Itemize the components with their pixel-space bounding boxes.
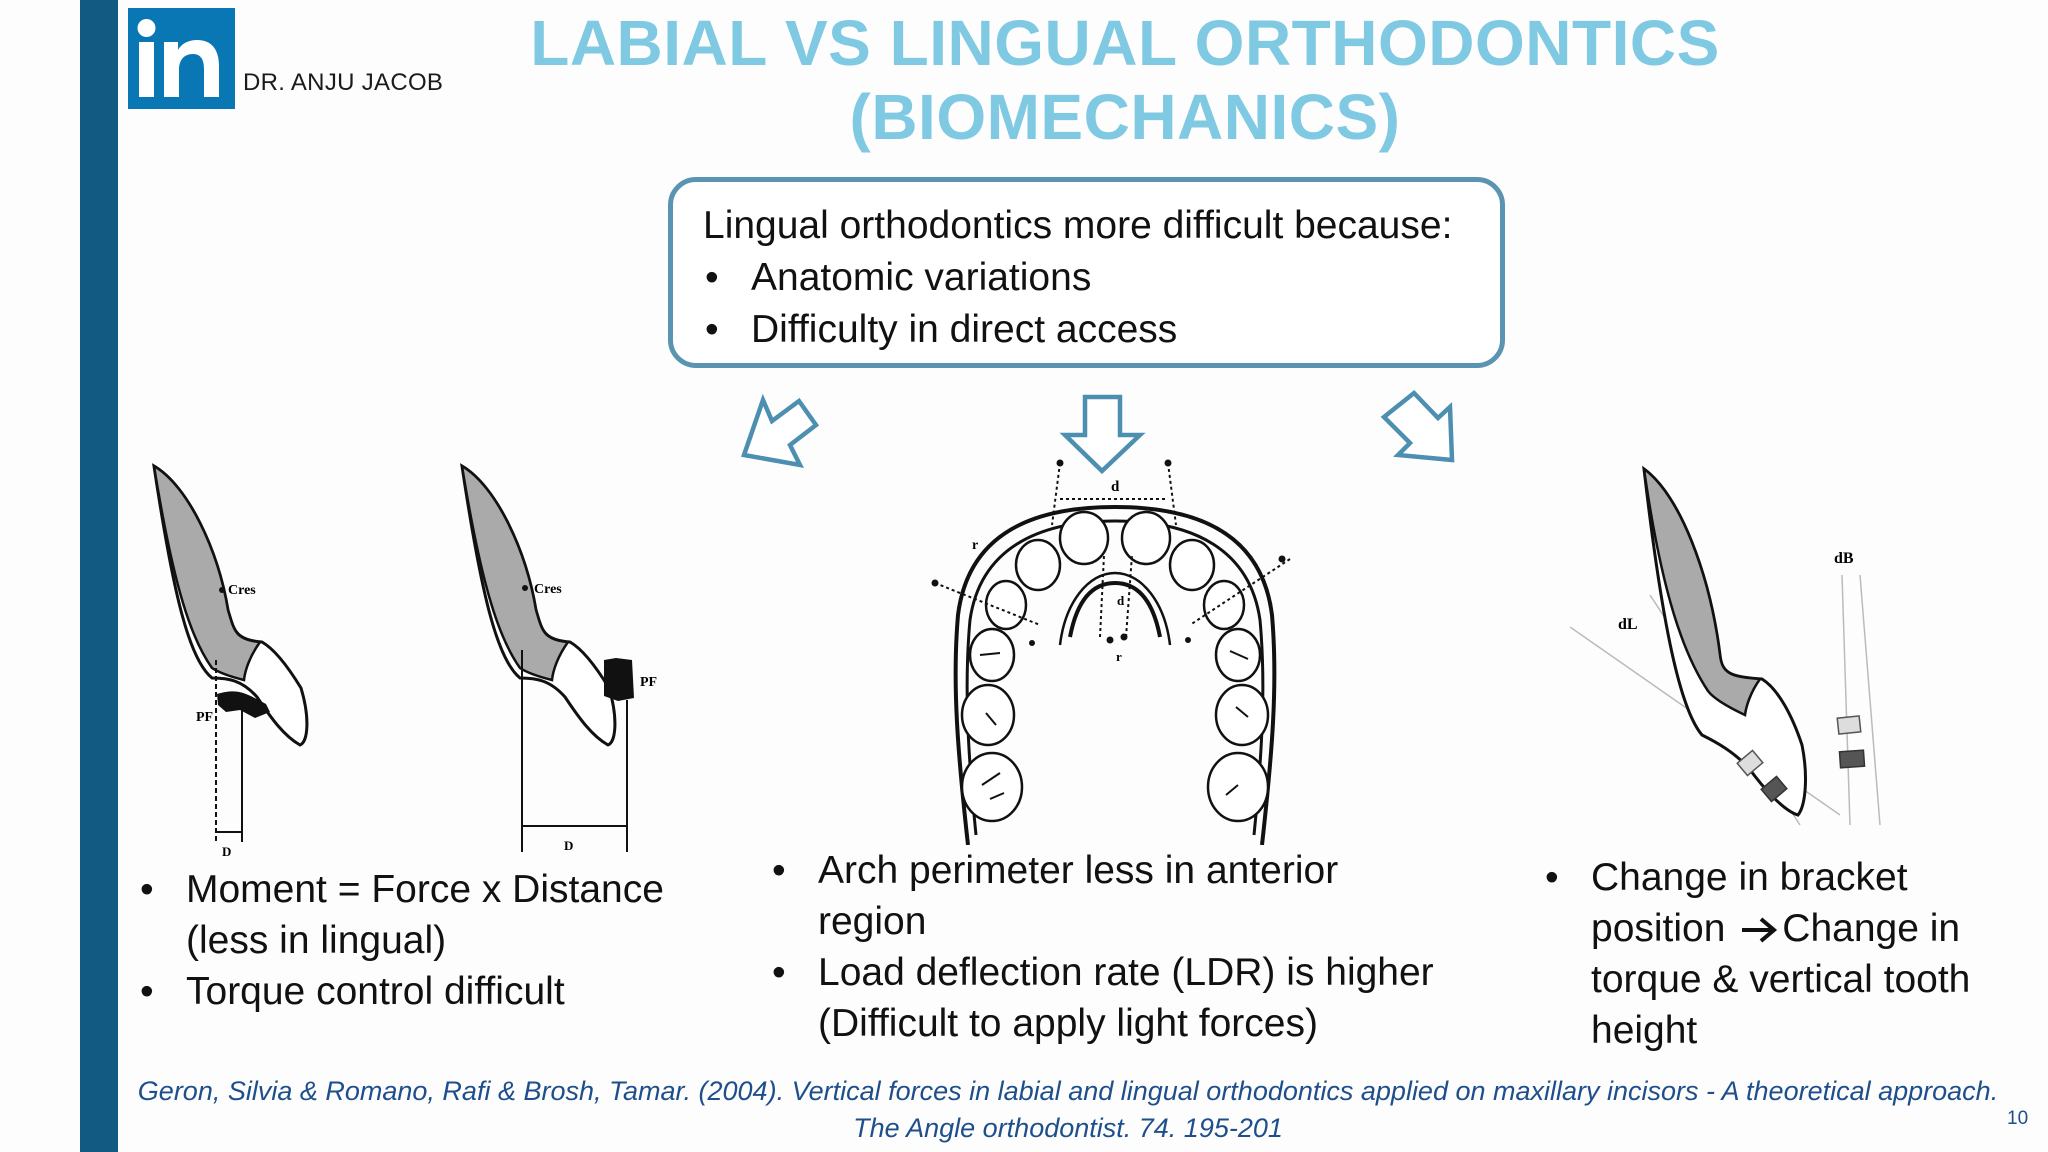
right-arrow-icon <box>1742 917 1778 943</box>
bullet-line: region <box>818 900 927 943</box>
list-item: Change in bracket position Change in tor… <box>1543 852 2023 1056</box>
citation-line: The Angle orthodontist. 74. 195-201 <box>853 1113 1283 1143</box>
callout-box: Lingual orthodontics more difficult beca… <box>668 177 1505 368</box>
citation-line: Geron, Silvia & Romano, Rafi & Brosh, Ta… <box>137 1076 1999 1106</box>
left-accent-bar <box>80 0 118 1152</box>
bullet-line: torque & vertical tooth <box>1591 958 1971 1001</box>
cres-label: Cres <box>534 582 562 597</box>
labial-tooth-diagram: Cres PF D <box>152 463 309 859</box>
pf-label: PF <box>640 675 657 690</box>
arrow-down-right-icon <box>1380 389 1455 463</box>
callout-list: Anatomic variations Difficulty in direct… <box>703 252 1470 356</box>
bullet-line: height <box>1591 1009 1698 1052</box>
dl-label: dL <box>1618 616 1638 633</box>
pf-label: PF <box>196 710 213 725</box>
bullet-line: Arch perimeter less in anterior <box>818 849 1339 892</box>
list-item: Arch perimeter less in anterior region <box>770 845 1490 947</box>
arch-d-label: d <box>1111 479 1120 495</box>
list-item: Torque control difficult <box>138 966 698 1017</box>
author-name: DR. ANJU JACOB <box>243 69 444 96</box>
citation: Geron, Silvia & Romano, Rafi & Brosh, Ta… <box>128 1073 2008 1147</box>
arch-r-label: r <box>972 538 978 553</box>
db-label: dB <box>1834 550 1854 567</box>
bullet-line: (Difficult to apply light forces) <box>818 1002 1318 1045</box>
page-number: 10 <box>2007 1108 2029 1129</box>
arrow-down-left-icon <box>741 393 820 469</box>
callout-item: Anatomic variations <box>703 252 1470 304</box>
callout-lead: Lingual orthodontics more difficult beca… <box>703 204 1453 247</box>
dental-arch-figure: d d r r <box>931 459 1291 845</box>
distance-label: D <box>564 838 573 853</box>
title-line-1: LABIAL VS LINGUAL ORTHODONTICS <box>530 7 1720 79</box>
middle-bullets: Arch perimeter less in anterior region Lo… <box>770 845 1490 1049</box>
list-item: Moment = Force x Distance (less in lingua… <box>138 864 698 966</box>
lingual-tooth-diagram: Cres PF D <box>460 463 657 853</box>
linkedin-logo-icon[interactable] <box>128 8 235 109</box>
distance-label: D <box>222 844 231 859</box>
title-line-2: (BIOMECHANICS) <box>849 81 1401 153</box>
arch-d-label: d <box>1117 593 1125 608</box>
left-bullets: Moment = Force x Distance (less in lingua… <box>138 864 698 1017</box>
page-title: LABIAL VS LINGUAL ORTHODONTICS (BIOMECHA… <box>500 6 1750 154</box>
bullet-line: Load deflection rate (LDR) is higher <box>818 951 1434 994</box>
cres-label: Cres <box>228 583 256 598</box>
bullet-line: position Change in <box>1591 907 1961 950</box>
bullet-line: Change in bracket <box>1591 856 1908 899</box>
arch-r-label: r <box>1116 649 1122 664</box>
labial-bracket-marks <box>1836 715 1866 769</box>
lingual-bracket-marks <box>1736 749 1788 803</box>
arrow-down-icon <box>1059 394 1146 475</box>
right-bullets: Change in bracket position Change in tor… <box>1543 852 2023 1056</box>
callout-item: Difficulty in direct access <box>703 304 1470 356</box>
bracket-position-figure: dB dL <box>1570 465 1881 826</box>
bullet-line: Moment = Force x Distance <box>186 868 664 911</box>
arrows-group <box>741 389 1455 475</box>
bullet-line: (less in lingual) <box>186 919 447 962</box>
list-item: Load deflection rate (LDR) is higher (Dif… <box>770 947 1490 1049</box>
incisor-moment-figure: Cres PF D Cres PF D <box>152 463 657 859</box>
